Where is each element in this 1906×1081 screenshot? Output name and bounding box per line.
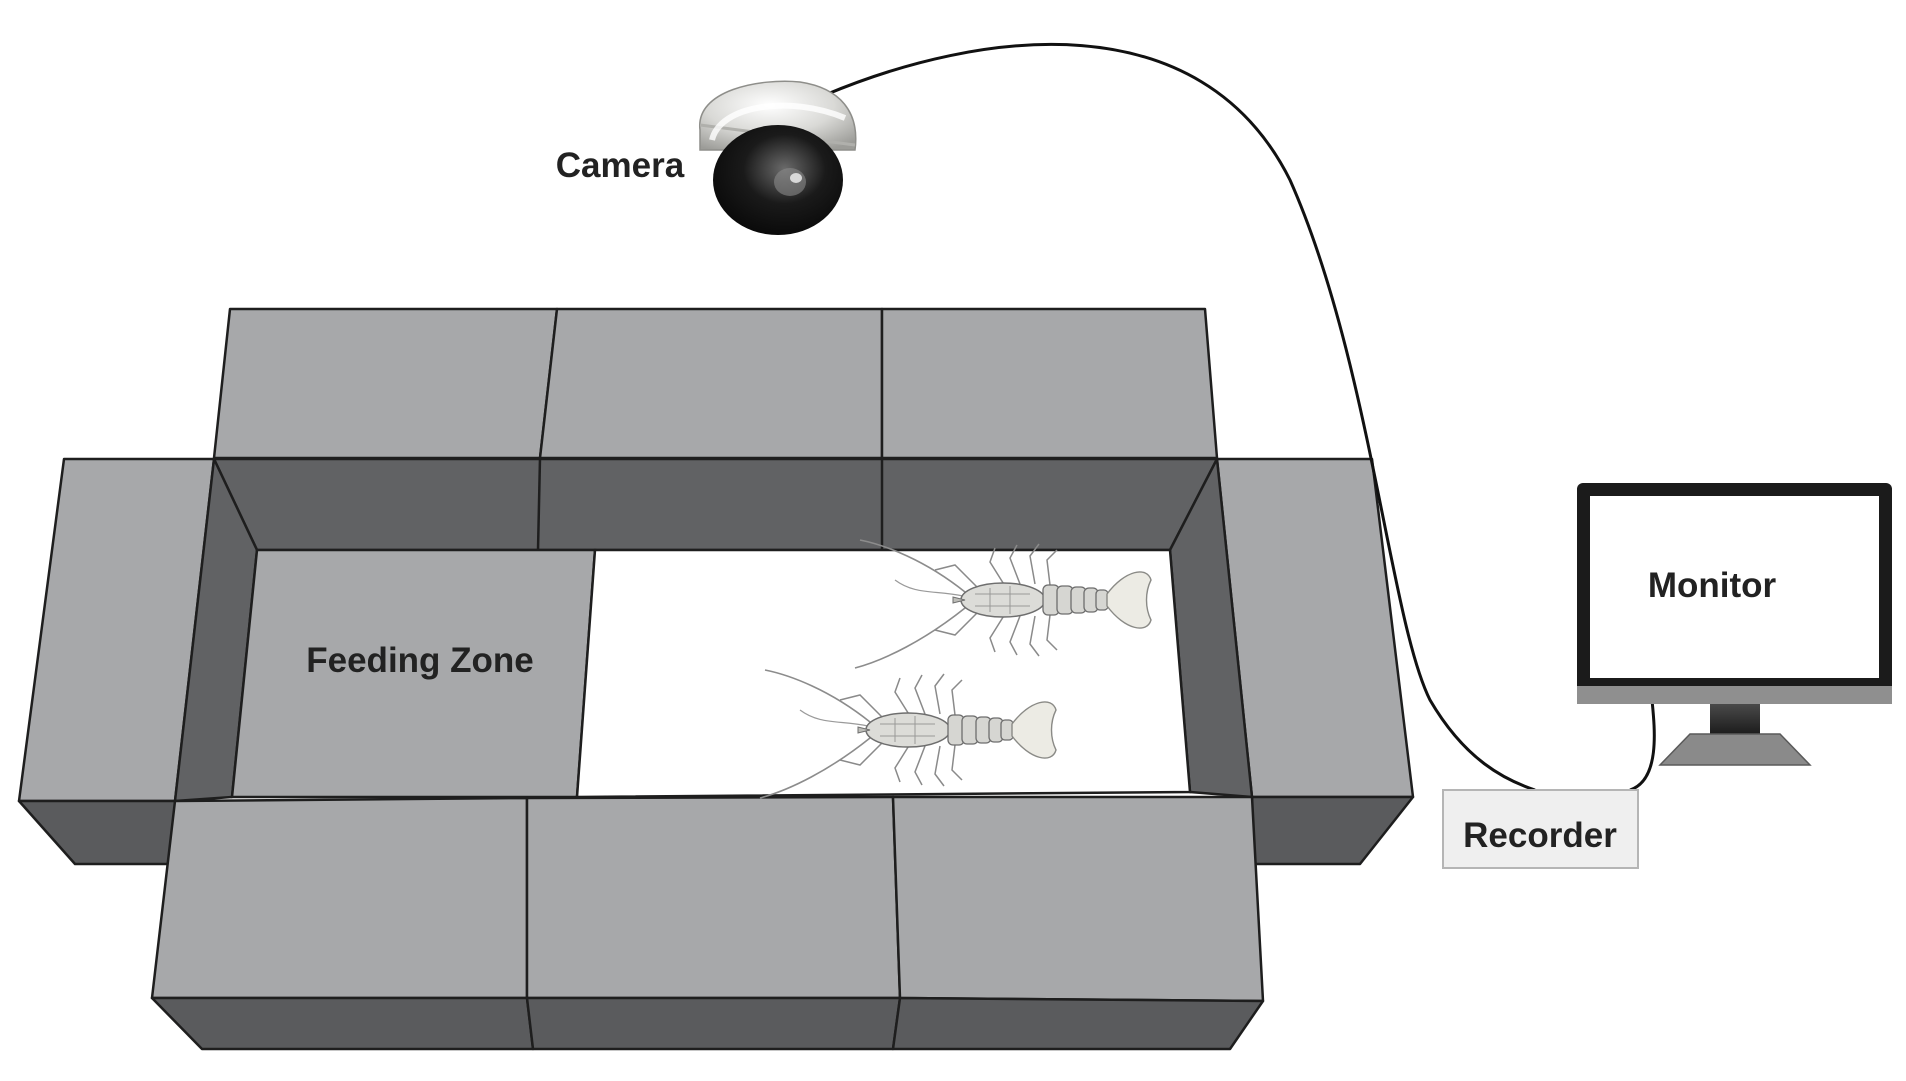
camera-to-recorder-cable xyxy=(824,42,1536,792)
front-block-3-top xyxy=(891,795,1265,1003)
right-block-front xyxy=(1250,795,1415,866)
feeding-zone-label: Feeding Zone xyxy=(306,641,534,680)
front-block-1-top xyxy=(150,796,529,1000)
camera-label: Camera xyxy=(556,146,685,185)
recorder-label: Recorder xyxy=(1463,816,1617,855)
back-block-2-top xyxy=(538,307,884,460)
monitor-icon: Monitor xyxy=(1577,483,1892,766)
front-block-3-front xyxy=(891,996,1265,1051)
open-arena-floor xyxy=(575,548,1192,799)
front-block-2-top xyxy=(525,795,902,1000)
dome-camera-icon xyxy=(699,80,857,235)
monitor-label: Monitor xyxy=(1648,566,1777,605)
recorder-to-monitor-cable xyxy=(1629,699,1656,792)
left-block-front xyxy=(17,799,177,866)
recorder-box: Recorder xyxy=(1442,789,1639,869)
back-block-3-top xyxy=(880,307,1219,460)
arena-enclosure xyxy=(17,307,1415,1051)
front-block-1-front xyxy=(150,996,535,1051)
inner-back-wall xyxy=(212,457,1219,552)
front-block-2-front xyxy=(525,996,902,1051)
back-block-1-top xyxy=(212,307,559,460)
